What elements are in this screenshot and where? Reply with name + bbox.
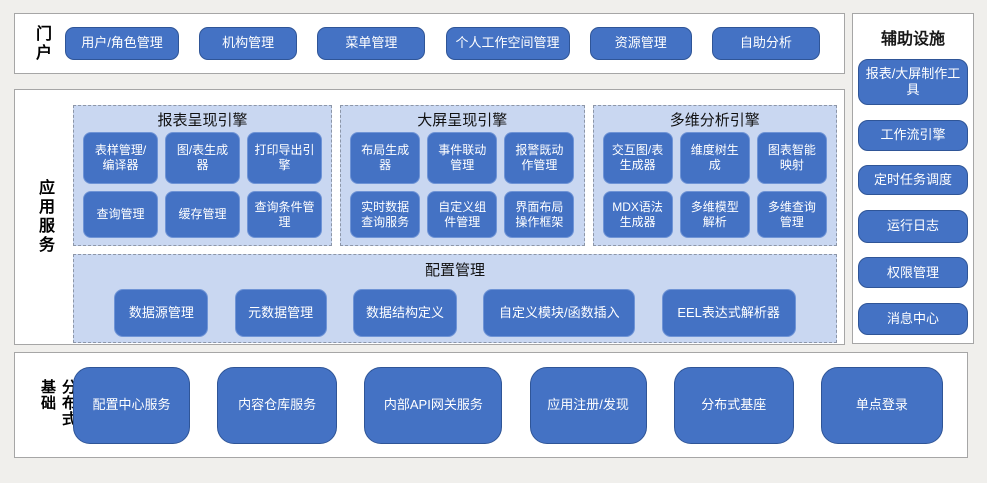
bigscreen-engine-box: 大屏呈现引擎 布局生成器 事件联动管理 报警既动作管理 实时数据查询服务 自定义… <box>340 105 585 246</box>
olap-engine-box: 多维分析引擎 交互图/表生成器 维度树生成 图表智能映射 MDX语法生成器 多维… <box>592 105 837 246</box>
btn-scheduled-task[interactable]: 定时任务调度 <box>858 165 968 196</box>
btn-custom-module-function-insert[interactable]: 自定义模块/函数插入 <box>483 289 636 337</box>
btn-eel-expression-parser[interactable]: EEL表达式解析器 <box>661 289 796 337</box>
btn-print-export-engine[interactable]: 打印导出引擎 <box>247 132 322 184</box>
portal-btn-org-mgmt[interactable]: 机构管理 <box>199 27 298 60</box>
btn-data-structure-definition[interactable]: 数据结构定义 <box>352 289 457 337</box>
app-services-section-label: 应用服务 <box>36 179 53 255</box>
btn-chart-smart-mapping[interactable]: 图表智能映射 <box>756 132 827 184</box>
btn-datasource-mgmt[interactable]: 数据源管理 <box>114 289 209 337</box>
btn-ui-layout-framework[interactable]: 界面布局操作框架 <box>504 191 575 238</box>
btn-single-sign-on[interactable]: 单点登录 <box>820 366 943 444</box>
portal-section: 门户 用户/角色管理 机构管理 菜单管理 个人工作空间管理 资源管理 自助分析 <box>14 13 845 74</box>
report-engine-box: 报表呈现引擎 表样管理/编译器 图/表生成器 打印导出引擎 查询管理 缓存管理 … <box>73 105 332 246</box>
btn-internal-api-gateway-service[interactable]: 内部API网关服务 <box>364 366 503 444</box>
bigscreen-engine-grid: 布局生成器 事件联动管理 报警既动作管理 实时数据查询服务 自定义组件管理 界面… <box>350 132 575 238</box>
btn-content-repo-service[interactable]: 内容仓库服务 <box>217 366 338 444</box>
btn-query-condition-mgmt[interactable]: 查询条件管理 <box>247 191 322 238</box>
portal-btn-menu-mgmt[interactable]: 菜单管理 <box>317 27 426 60</box>
auxiliary-section: 辅助设施 报表/大屏制作工具 工作流引擎 定时任务调度 运行日志 权限管理 消息… <box>852 13 974 344</box>
btn-mdx-syntax-generator[interactable]: MDX语法生成器 <box>602 191 673 238</box>
btn-multidim-query-mgmt[interactable]: 多维查询管理 <box>756 191 827 238</box>
btn-report-style-mgmt-compiler[interactable]: 表样管理/编译器 <box>83 132 158 184</box>
distributed-base-section: 分布式基础 配置中心服务 内容仓库服务 内部API网关服务 应用注册/发现 分布… <box>14 352 968 458</box>
portal-button-row: 用户/角色管理 机构管理 菜单管理 个人工作空间管理 资源管理 自助分析 <box>65 27 820 60</box>
portal-btn-personal-workspace-mgmt[interactable]: 个人工作空间管理 <box>445 27 570 60</box>
btn-metadata-mgmt[interactable]: 元数据管理 <box>234 289 327 337</box>
portal-btn-self-service-analysis[interactable]: 自助分析 <box>711 27 820 60</box>
distributed-base-label: 分布式基础 <box>39 379 77 427</box>
btn-config-center-service[interactable]: 配置中心服务 <box>73 366 190 444</box>
btn-realtime-data-query-service[interactable]: 实时数据查询服务 <box>350 191 421 238</box>
btn-chart-table-generator[interactable]: 图/表生成器 <box>165 132 240 184</box>
config-mgmt-box: 配置管理 数据源管理 元数据管理 数据结构定义 自定义模块/函数插入 EEL表达… <box>73 254 837 343</box>
btn-multidim-model-parsing[interactable]: 多维模型解析 <box>679 191 750 238</box>
btn-permission-mgmt[interactable]: 权限管理 <box>858 257 968 289</box>
portal-section-label: 门户 <box>33 24 50 63</box>
btn-query-mgmt[interactable]: 查询管理 <box>83 191 158 238</box>
btn-message-center[interactable]: 消息中心 <box>858 302 968 335</box>
btn-alarm-action-mgmt[interactable]: 报警既动作管理 <box>504 132 575 184</box>
config-mgmt-row: 数据源管理 元数据管理 数据结构定义 自定义模块/函数插入 EEL表达式解析器 <box>88 289 822 337</box>
btn-report-bigscreen-tool[interactable]: 报表/大屏制作工具 <box>858 59 968 105</box>
btn-run-log[interactable]: 运行日志 <box>858 209 968 243</box>
auxiliary-button-column: 报表/大屏制作工具 工作流引擎 定时任务调度 运行日志 权限管理 消息中心 <box>858 59 968 335</box>
engine-boxes-row: 报表呈现引擎 表样管理/编译器 图/表生成器 打印导出引擎 查询管理 缓存管理 … <box>73 105 837 246</box>
portal-btn-user-role-mgmt[interactable]: 用户/角色管理 <box>65 27 179 60</box>
app-services-section: 应用服务 报表呈现引擎 表样管理/编译器 图/表生成器 打印导出引擎 查询管理 … <box>14 89 845 345</box>
auxiliary-title: 辅助设施 <box>880 31 945 48</box>
btn-event-linkage-mgmt[interactable]: 事件联动管理 <box>427 132 498 184</box>
olap-engine-title: 多维分析引擎 <box>669 112 760 129</box>
btn-layout-generator[interactable]: 布局生成器 <box>350 132 421 184</box>
config-mgmt-title: 配置管理 <box>424 262 485 279</box>
portal-btn-resource-mgmt[interactable]: 资源管理 <box>589 27 692 60</box>
app-services-content: 报表呈现引擎 表样管理/编译器 图/表生成器 打印导出引擎 查询管理 缓存管理 … <box>73 105 837 343</box>
distributed-button-row: 配置中心服务 内容仓库服务 内部API网关服务 应用注册/发现 分布式基座 单点… <box>73 353 943 457</box>
btn-custom-component-mgmt[interactable]: 自定义组件管理 <box>427 191 498 238</box>
btn-interactive-chart-generator[interactable]: 交互图/表生成器 <box>602 132 673 184</box>
report-engine-grid: 表样管理/编译器 图/表生成器 打印导出引擎 查询管理 缓存管理 查询条件管理 <box>83 132 322 238</box>
btn-cache-mgmt[interactable]: 缓存管理 <box>165 191 240 238</box>
olap-engine-grid: 交互图/表生成器 维度树生成 图表智能映射 MDX语法生成器 多维模型解析 多维… <box>602 132 828 238</box>
btn-distributed-base[interactable]: 分布式基座 <box>673 366 794 444</box>
btn-dimension-tree-generation[interactable]: 维度树生成 <box>679 132 750 184</box>
bigscreen-engine-title: 大屏呈现引擎 <box>417 112 508 129</box>
report-engine-title: 报表呈现引擎 <box>157 112 248 129</box>
btn-app-register-discovery[interactable]: 应用注册/发现 <box>529 366 647 444</box>
btn-workflow-engine[interactable]: 工作流引擎 <box>858 119 968 151</box>
